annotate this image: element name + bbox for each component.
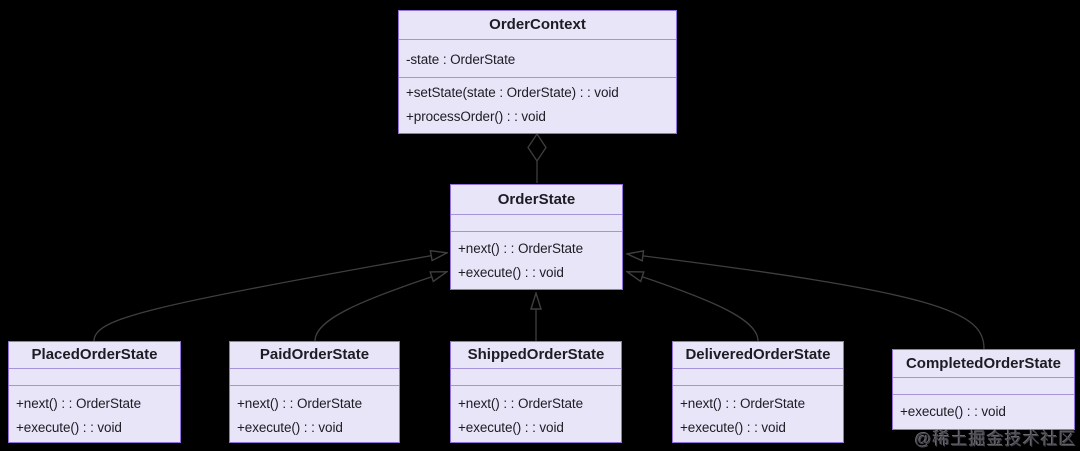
class-paidorderstate: PaidOrderState +next() : : OrderState +e… bbox=[229, 341, 400, 443]
class-attributes: -state : OrderState bbox=[399, 40, 676, 78]
class-shippedorderstate: ShippedOrderState +next() : : OrderState… bbox=[450, 341, 622, 443]
class-title: OrderState bbox=[451, 185, 622, 215]
class-method: +execute() : : void bbox=[458, 420, 564, 435]
class-method: +next() : : OrderState bbox=[680, 396, 805, 411]
class-name: OrderContext bbox=[489, 16, 586, 33]
class-title: PaidOrderState bbox=[230, 342, 399, 369]
class-orderstate: OrderState +next() : : OrderState +execu… bbox=[450, 184, 623, 290]
class-method: +execute() : : void bbox=[237, 420, 343, 435]
class-methods: +execute() : : void bbox=[893, 395, 1074, 429]
class-methods: +next() : : OrderState +execute() : : vo… bbox=[451, 386, 621, 442]
class-title: PlacedOrderState bbox=[9, 342, 180, 369]
class-methods: +next() : : OrderState +execute() : : vo… bbox=[230, 386, 399, 442]
class-placedorderstate: PlacedOrderState +next() : : OrderState … bbox=[8, 341, 181, 443]
class-method: +execute() : : void bbox=[16, 420, 122, 435]
class-attribute: -state : OrderState bbox=[406, 52, 516, 67]
edge-ordercontext-orderstate bbox=[527, 132, 547, 183]
class-method: +processOrder() : : void bbox=[406, 109, 546, 124]
class-name: DeliveredOrderState bbox=[685, 346, 831, 363]
edge-placed-orderstate bbox=[93, 253, 446, 342]
class-name: PaidOrderState bbox=[259, 346, 370, 363]
class-attributes bbox=[451, 215, 622, 232]
watermark-text: @稀土掘金技术社区 bbox=[914, 430, 1077, 449]
class-name: ShippedOrderState bbox=[467, 346, 605, 363]
class-methods: +next() : : OrderState +execute() : : vo… bbox=[9, 386, 180, 442]
class-method: +next() : : OrderState bbox=[458, 241, 583, 256]
class-ordercontext: OrderContext -state : OrderState +setSta… bbox=[398, 10, 677, 134]
class-title: ShippedOrderState bbox=[451, 342, 621, 369]
class-method: +setState(state : OrderState) : : void bbox=[406, 85, 619, 100]
class-completedorderstate: CompletedOrderState +execute() : : void bbox=[892, 349, 1075, 430]
class-methods: +setState(state : OrderState) : : void +… bbox=[399, 78, 676, 133]
class-method: +execute() : : void bbox=[458, 265, 564, 280]
class-methods: +next() : : OrderState +execute() : : vo… bbox=[673, 386, 843, 442]
class-methods: +next() : : OrderState +execute() : : vo… bbox=[451, 232, 622, 289]
edge-completed-orderstate bbox=[628, 254, 985, 350]
class-name: PlacedOrderState bbox=[31, 346, 158, 363]
class-title: CompletedOrderState bbox=[893, 350, 1074, 378]
class-deliveredorderstate: DeliveredOrderState +next() : : OrderSta… bbox=[672, 341, 844, 443]
class-method: +execute() : : void bbox=[680, 420, 786, 435]
class-attributes bbox=[230, 369, 399, 386]
edge-paid-orderstate bbox=[314, 272, 446, 342]
edge-delivered-orderstate bbox=[628, 272, 759, 342]
class-name: CompletedOrderState bbox=[905, 355, 1062, 372]
class-method: +next() : : OrderState bbox=[458, 396, 583, 411]
class-method: +execute() : : void bbox=[900, 404, 1006, 419]
class-method: +next() : : OrderState bbox=[16, 396, 141, 411]
class-attributes bbox=[451, 369, 621, 386]
class-attributes bbox=[9, 369, 180, 386]
class-title: DeliveredOrderState bbox=[673, 342, 843, 369]
class-title: OrderContext bbox=[399, 11, 676, 40]
class-method: +next() : : OrderState bbox=[237, 396, 362, 411]
class-name: OrderState bbox=[497, 191, 576, 208]
class-attributes bbox=[893, 378, 1074, 395]
aggregation-diamond-icon bbox=[527, 132, 547, 163]
class-attributes bbox=[673, 369, 843, 386]
